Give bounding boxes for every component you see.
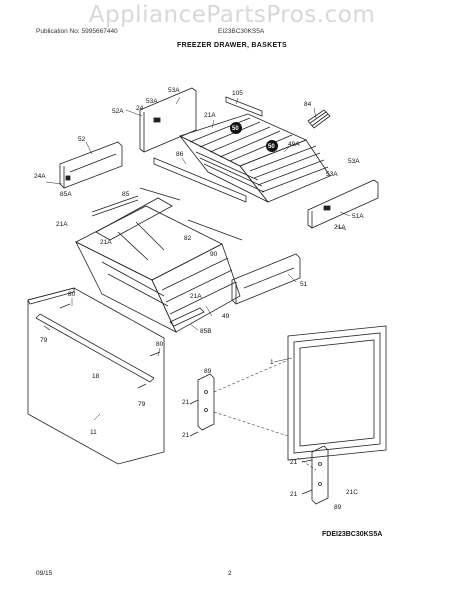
publication-number: Publication No: 5995667440 <box>36 28 118 35</box>
label-53A: 53A <box>146 98 158 105</box>
label-51A: 51A <box>352 213 364 220</box>
label-21: 21 <box>182 399 190 406</box>
part-90-rod <box>187 219 243 241</box>
label-52A: 52A <box>112 108 124 115</box>
part-51-slide-rail <box>231 253 301 305</box>
label-79: 79 <box>40 337 48 344</box>
label-21: 21 <box>290 459 298 466</box>
label-82: 82 <box>184 235 192 242</box>
label-21A: 21A <box>190 293 202 300</box>
part-86-strip <box>153 157 247 203</box>
label-53A: 53A <box>348 158 360 165</box>
footer-date: 09/15 <box>36 570 53 577</box>
callout-50b-icon: 50 <box>266 140 278 152</box>
label-85A: 85A <box>60 191 72 198</box>
part-1-gasket <box>287 325 387 461</box>
part-49-lower-basket <box>75 197 241 333</box>
label-90: 90 <box>210 251 218 258</box>
label-49: 49 <box>222 313 230 320</box>
label-21A: 21A <box>334 224 346 231</box>
label-51: 51 <box>300 281 308 288</box>
label-79: 79 <box>138 401 146 408</box>
label-49A: 49A <box>288 141 300 148</box>
model-number: EI23BC30KS5A <box>218 28 265 35</box>
label-1: 1 <box>270 359 274 366</box>
part-105-strip <box>225 96 263 117</box>
label-11: 11 <box>90 429 97 436</box>
label-53A: 53A <box>168 87 180 94</box>
label-86: 86 <box>176 151 184 158</box>
label-24: 24 <box>136 105 144 112</box>
label-105: 105 <box>232 90 243 97</box>
label-89: 89 <box>334 504 342 511</box>
label-18: 18 <box>92 373 100 380</box>
part-51A-bracket <box>307 179 379 229</box>
label-85B: 85B <box>200 328 212 335</box>
part-52-slide-rail <box>59 141 123 189</box>
label-85: 85 <box>122 191 130 198</box>
page-number: 2 <box>228 570 232 577</box>
label-21A: 21A <box>100 239 112 246</box>
label-89: 89 <box>204 368 212 375</box>
part-89-bracket-upper <box>197 373 215 431</box>
label-80: 80 <box>68 291 76 298</box>
part-11-drawer-front <box>27 287 165 465</box>
label-21: 21 <box>290 491 298 498</box>
part-84-rail <box>307 109 331 129</box>
label-21: 21 <box>182 432 190 439</box>
label-53A: 53A <box>326 171 338 178</box>
svg-text:50: 50 <box>268 144 275 150</box>
diagram-code: FDEI23BC30KS5A <box>322 531 383 538</box>
label-52: 52 <box>78 136 86 143</box>
part-49A-upper-basket <box>178 113 331 203</box>
diagram-title: FREEZER DRAWER, BASKETS <box>177 42 287 49</box>
part-85-divider <box>91 187 181 217</box>
part-89-bracket-lower <box>311 445 329 505</box>
part-52A-bracket <box>139 87 197 153</box>
label-21A: 21A <box>56 221 68 228</box>
label-21A: 21A <box>204 112 216 119</box>
part-85B-clip <box>169 307 205 327</box>
watermark: AppliancePartsPros.com <box>88 2 376 28</box>
label-24A: 24A <box>34 173 46 180</box>
callout-50-icon: 50 <box>230 122 242 134</box>
label-84: 84 <box>304 101 312 108</box>
svg-text:50: 50 <box>232 126 239 132</box>
label-21C: 21C <box>346 489 358 496</box>
label-80: 80 <box>156 341 164 348</box>
